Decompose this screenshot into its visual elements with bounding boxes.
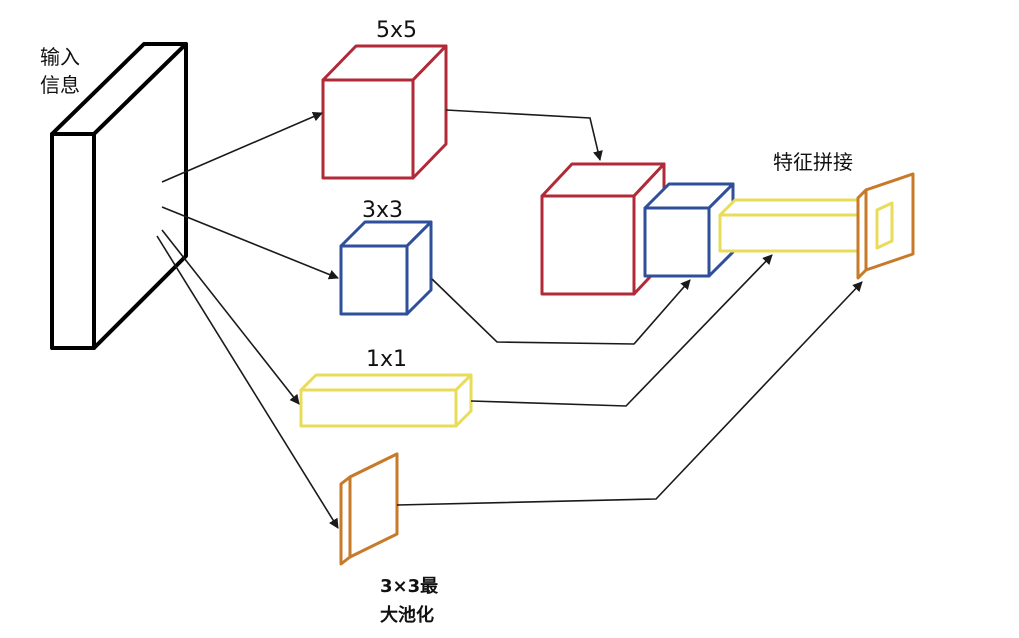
arrow-input-to-conv3 [161, 206, 339, 280]
concat-blue-cube [643, 182, 735, 278]
concat-yellow-slab [718, 198, 879, 253]
concat-label: 特征拼接 [773, 150, 853, 174]
pool-label-line2: 大池化 [380, 605, 434, 626]
concat-yellow-front [875, 201, 894, 250]
arrow-input-to-pool [156, 235, 339, 529]
conv1-slab [299, 373, 473, 428]
input-label-line1: 输入 [40, 45, 80, 69]
conv5-cube [321, 44, 448, 180]
input-block [50, 42, 188, 350]
arrow-conv5-to-concat [445, 109, 603, 161]
arrow-input-to-conv5 [161, 111, 323, 183]
arrow-conv1-to-concat [470, 254, 773, 407]
pool-slab [339, 452, 399, 566]
conv3-cube [339, 220, 433, 316]
arrow-input-to-conv1 [161, 229, 300, 405]
conv1-label: 1x1 [366, 347, 408, 372]
pool-label-line1: 3×3最 [380, 576, 439, 597]
arrows [156, 109, 863, 529]
arrow-pool-to-concat [396, 281, 863, 506]
conv5-label: 5x5 [376, 18, 418, 43]
conv3-label: 3x3 [362, 198, 404, 223]
input-label-line2: 信息 [40, 73, 80, 97]
arrow-conv3-to-concat [431, 278, 691, 345]
